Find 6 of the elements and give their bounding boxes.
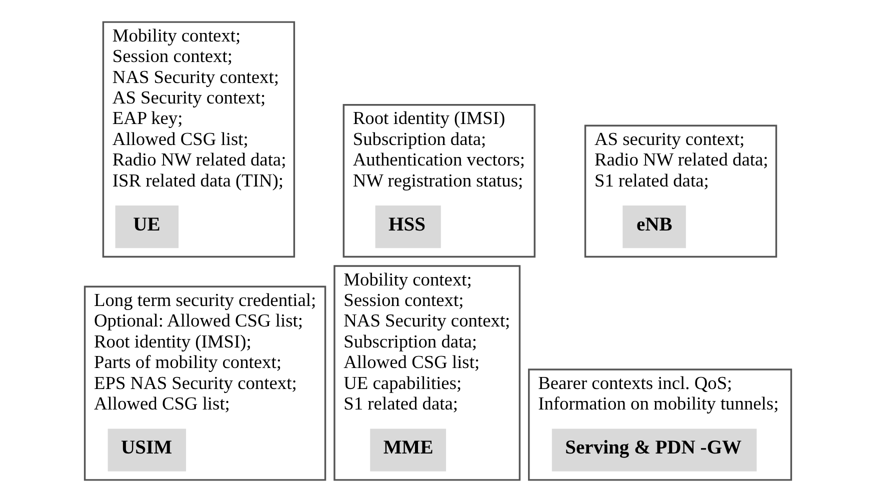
node-box: MME bbox=[370, 428, 446, 472]
node-box: eNB bbox=[622, 206, 686, 248]
node-box: Serving & PDN -GW bbox=[552, 428, 757, 472]
node-box: UE bbox=[115, 206, 179, 248]
node-box: USIM bbox=[108, 428, 186, 472]
node-box: HSS bbox=[375, 206, 441, 248]
